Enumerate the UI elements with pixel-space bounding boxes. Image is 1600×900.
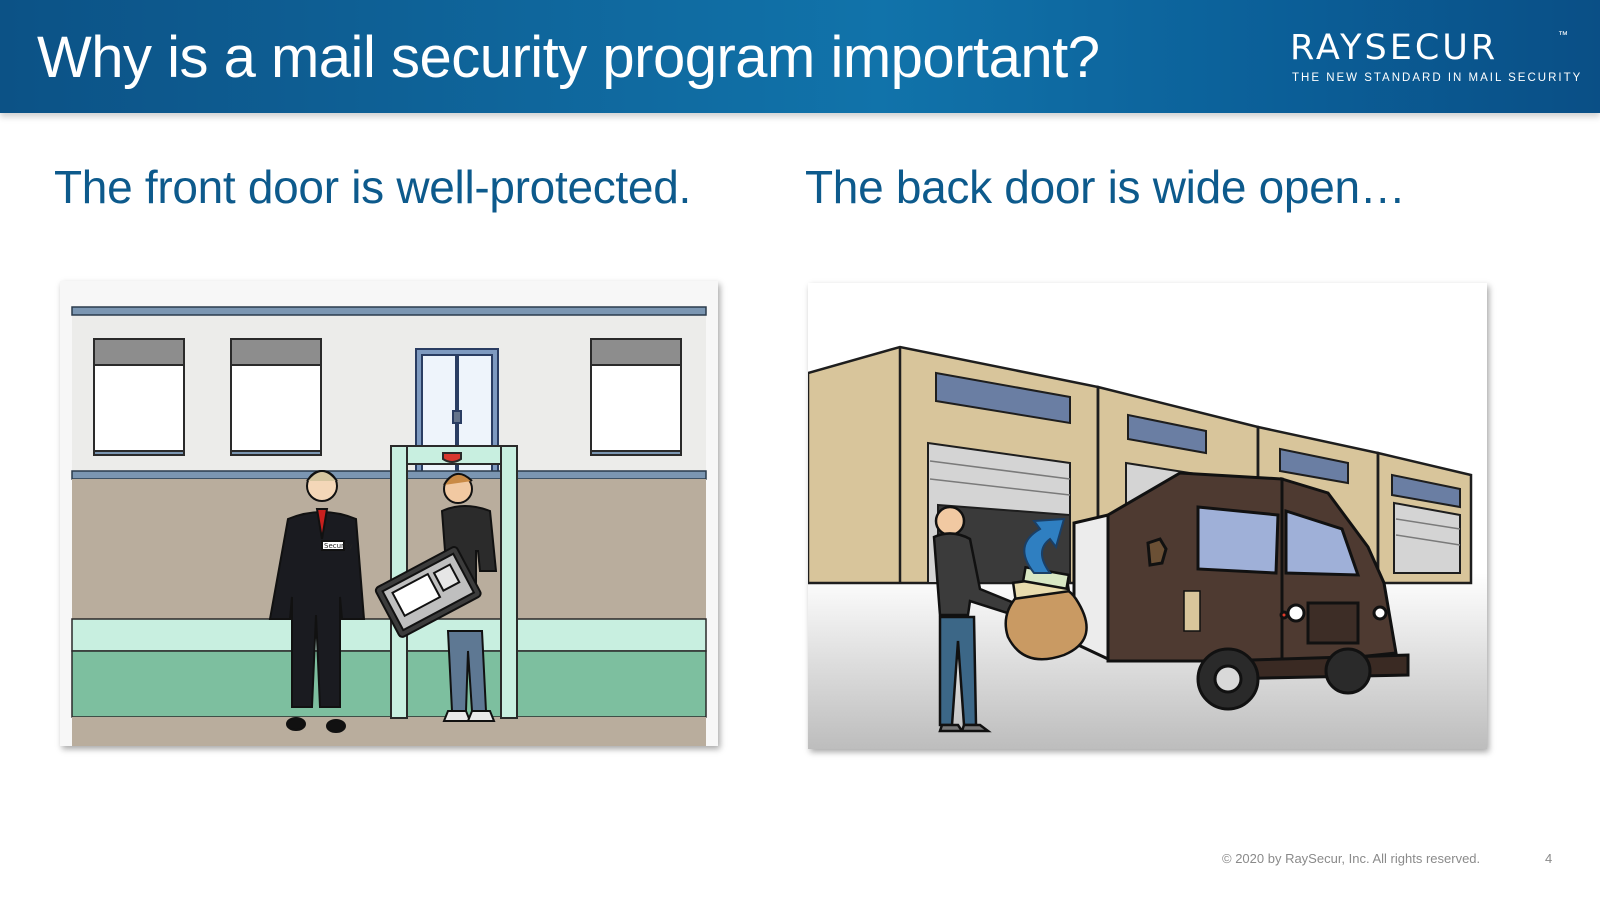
security-badge-text: Security — [324, 542, 353, 550]
page-number: 4 — [1545, 851, 1553, 866]
front-door-heading: The front door is well-protected. — [54, 161, 691, 213]
back-door-heading: The back door is wide open… — [805, 161, 1406, 213]
window-middle — [230, 338, 322, 456]
mail-sack — [1004, 565, 1088, 661]
upload-arrow-icon — [1023, 517, 1066, 574]
slide-title: Why is a mail security program important… — [37, 25, 1100, 90]
security-checkpoint-image: Security — [60, 281, 718, 746]
visitor-with-briefcase — [374, 473, 498, 722]
window-right — [590, 338, 682, 456]
back-door-illustration — [808, 283, 1487, 749]
warehouse-worker — [932, 505, 1026, 733]
logo-wordmark: RAYSECUR — [1290, 28, 1499, 68]
footer-copyright: © 2020 by RaySecur, Inc. All rights rese… — [1222, 851, 1481, 866]
metal-detector — [390, 445, 518, 719]
logo-tagline: THE NEW STANDARD IN MAIL SECURITY — [1292, 72, 1583, 84]
loading-dock-image — [808, 283, 1487, 749]
slide-header: Why is a mail security program important… — [0, 0, 1600, 113]
front-door-illustration: Security — [60, 281, 718, 746]
delivery-truck — [1072, 471, 1410, 711]
raysecur-logo: RAYSECUR ™ THE NEW STANDARD IN MAIL SECU… — [1290, 28, 1580, 98]
open-briefcase — [374, 546, 482, 638]
building-windows — [935, 371, 1461, 509]
window-left — [93, 338, 185, 456]
security-guard — [268, 470, 366, 733]
logo-trademark: ™ — [1558, 30, 1568, 41]
